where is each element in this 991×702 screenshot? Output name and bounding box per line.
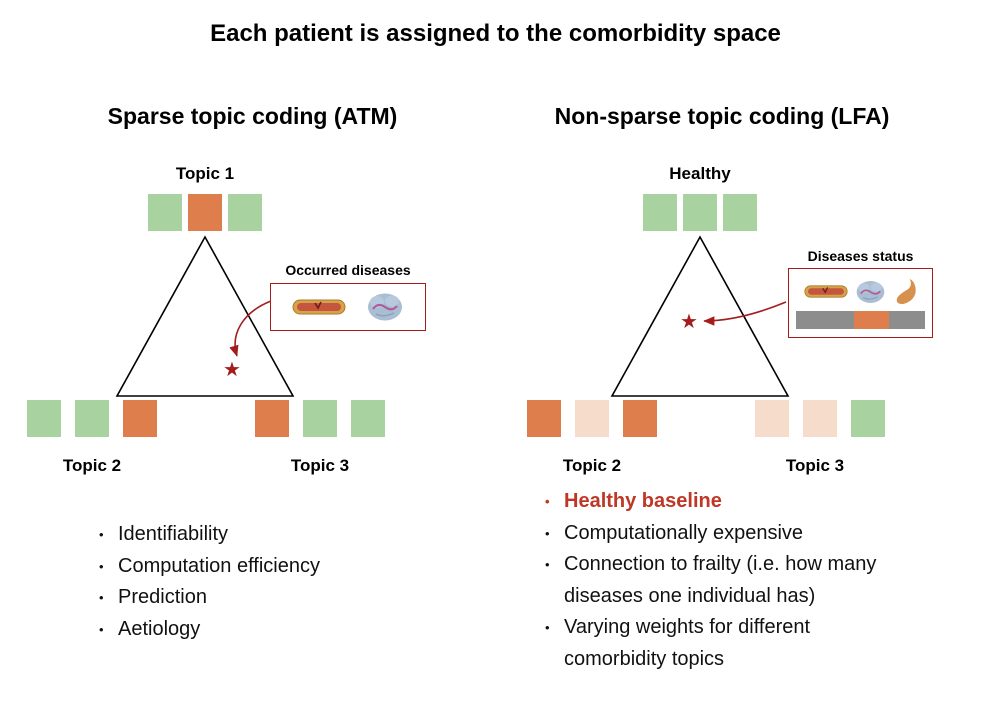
topic-square: [351, 400, 385, 437]
topic-square: [803, 400, 837, 437]
topic-square: [723, 194, 757, 231]
topic-square: [643, 194, 677, 231]
brain-icon: [368, 293, 403, 321]
left-bottomright-topic-label: Topic 3: [290, 456, 350, 475]
page-title: Each patient is assigned to the comorbid…: [210, 20, 781, 47]
left-simplex-triangle: [115, 235, 295, 397]
bullet-icon: •: [99, 590, 104, 605]
bullet-icon: •: [99, 621, 104, 637]
topic-square: [527, 400, 561, 437]
bullet-text: Aetiology: [118, 617, 201, 640]
topic-square: [123, 400, 157, 437]
bullet-text: Computation efficiency: [118, 554, 320, 577]
right-callout-box: [788, 268, 933, 338]
right-bottomleft-squares: [527, 400, 657, 437]
bullet-text: Varying weights for different comorbidit…: [564, 616, 811, 670]
topic-square: [75, 400, 109, 437]
stomach-icon: [896, 278, 916, 304]
left-assignment-arrow: [229, 300, 272, 357]
right-section-heading: Non-sparse topic coding (LFA): [554, 103, 890, 129]
left-bottomleft-squares: [27, 400, 157, 437]
status-segment: [796, 310, 855, 329]
bullet-icon: •: [545, 525, 550, 541]
left-callout-label: Occurred diseases: [285, 262, 411, 278]
topic-square: [255, 400, 289, 437]
list-item: • Varying weights for different comorbid…: [545, 612, 913, 675]
topic-square: [683, 194, 717, 231]
brain-icon: [856, 280, 885, 303]
topic-square: [623, 400, 657, 437]
status-segment: [888, 310, 925, 329]
bullet-icon: •: [99, 558, 104, 574]
right-top-squares: [643, 194, 757, 231]
topic-square: [188, 194, 222, 231]
disease-status-bar: [796, 310, 925, 329]
bullet-text: Connection to frailty (i.e. how many dis…: [564, 553, 877, 607]
right-top-topic-label: Healthy: [669, 164, 731, 183]
right-bottomright-squares: [755, 400, 885, 437]
right-assignment-arrow: [703, 301, 787, 326]
topic-square: [755, 400, 789, 437]
topic-square: [27, 400, 61, 437]
right-simplex-triangle: [610, 235, 790, 397]
right-bottomleft-topic-label: Topic 2: [562, 456, 622, 475]
topic-square: [228, 194, 262, 231]
topic-square: [851, 400, 885, 437]
list-item: • Connection to frailty (i.e. how many d…: [545, 549, 913, 612]
status-segment: [854, 310, 889, 329]
left-bottomleft-topic-label: Topic 2: [62, 456, 122, 475]
bullet-icon: •: [545, 557, 550, 572]
right-bottomright-topic-label: Topic 3: [785, 456, 845, 475]
left-top-topic-label: Topic 1: [175, 164, 235, 183]
list-item: • Identifiability: [99, 519, 439, 551]
right-patient-star-icon: ★: [680, 311, 698, 333]
left-top-squares: [148, 194, 262, 231]
artery-icon: [292, 299, 346, 315]
bullet-icon: •: [545, 494, 550, 509]
left-patient-star-icon: ★: [223, 359, 241, 381]
bullet-text: Computationally expensive: [564, 521, 804, 544]
left-section-heading: Sparse topic coding (ATM): [107, 103, 398, 129]
list-item: • Aetiology: [99, 614, 439, 646]
bullet-icon: •: [99, 527, 104, 542]
list-item-highlight: • Healthy baseline: [545, 486, 913, 518]
left-bullet-list: • Identifiability • Computation efficien…: [99, 519, 439, 645]
artery-icon: [803, 285, 848, 298]
right-bullet-list: • Healthy baseline • Computationally exp…: [545, 486, 913, 675]
right-callout-label: Diseases status: [807, 248, 914, 264]
bullet-text: Identifiability: [118, 523, 229, 545]
left-bottomright-squares: [255, 400, 385, 437]
bullet-icon: •: [545, 620, 550, 635]
disease-icons-row: [796, 278, 925, 306]
list-item: • Computationally expensive: [545, 518, 913, 550]
left-callout-box: [270, 283, 426, 331]
topic-square: [148, 194, 182, 231]
topic-square: [303, 400, 337, 437]
list-item: • Prediction: [99, 582, 439, 614]
list-item: • Computation efficiency: [99, 551, 439, 583]
topic-square: [575, 400, 609, 437]
bullet-text: Prediction: [118, 586, 207, 608]
bullet-text: Healthy baseline: [564, 490, 722, 512]
